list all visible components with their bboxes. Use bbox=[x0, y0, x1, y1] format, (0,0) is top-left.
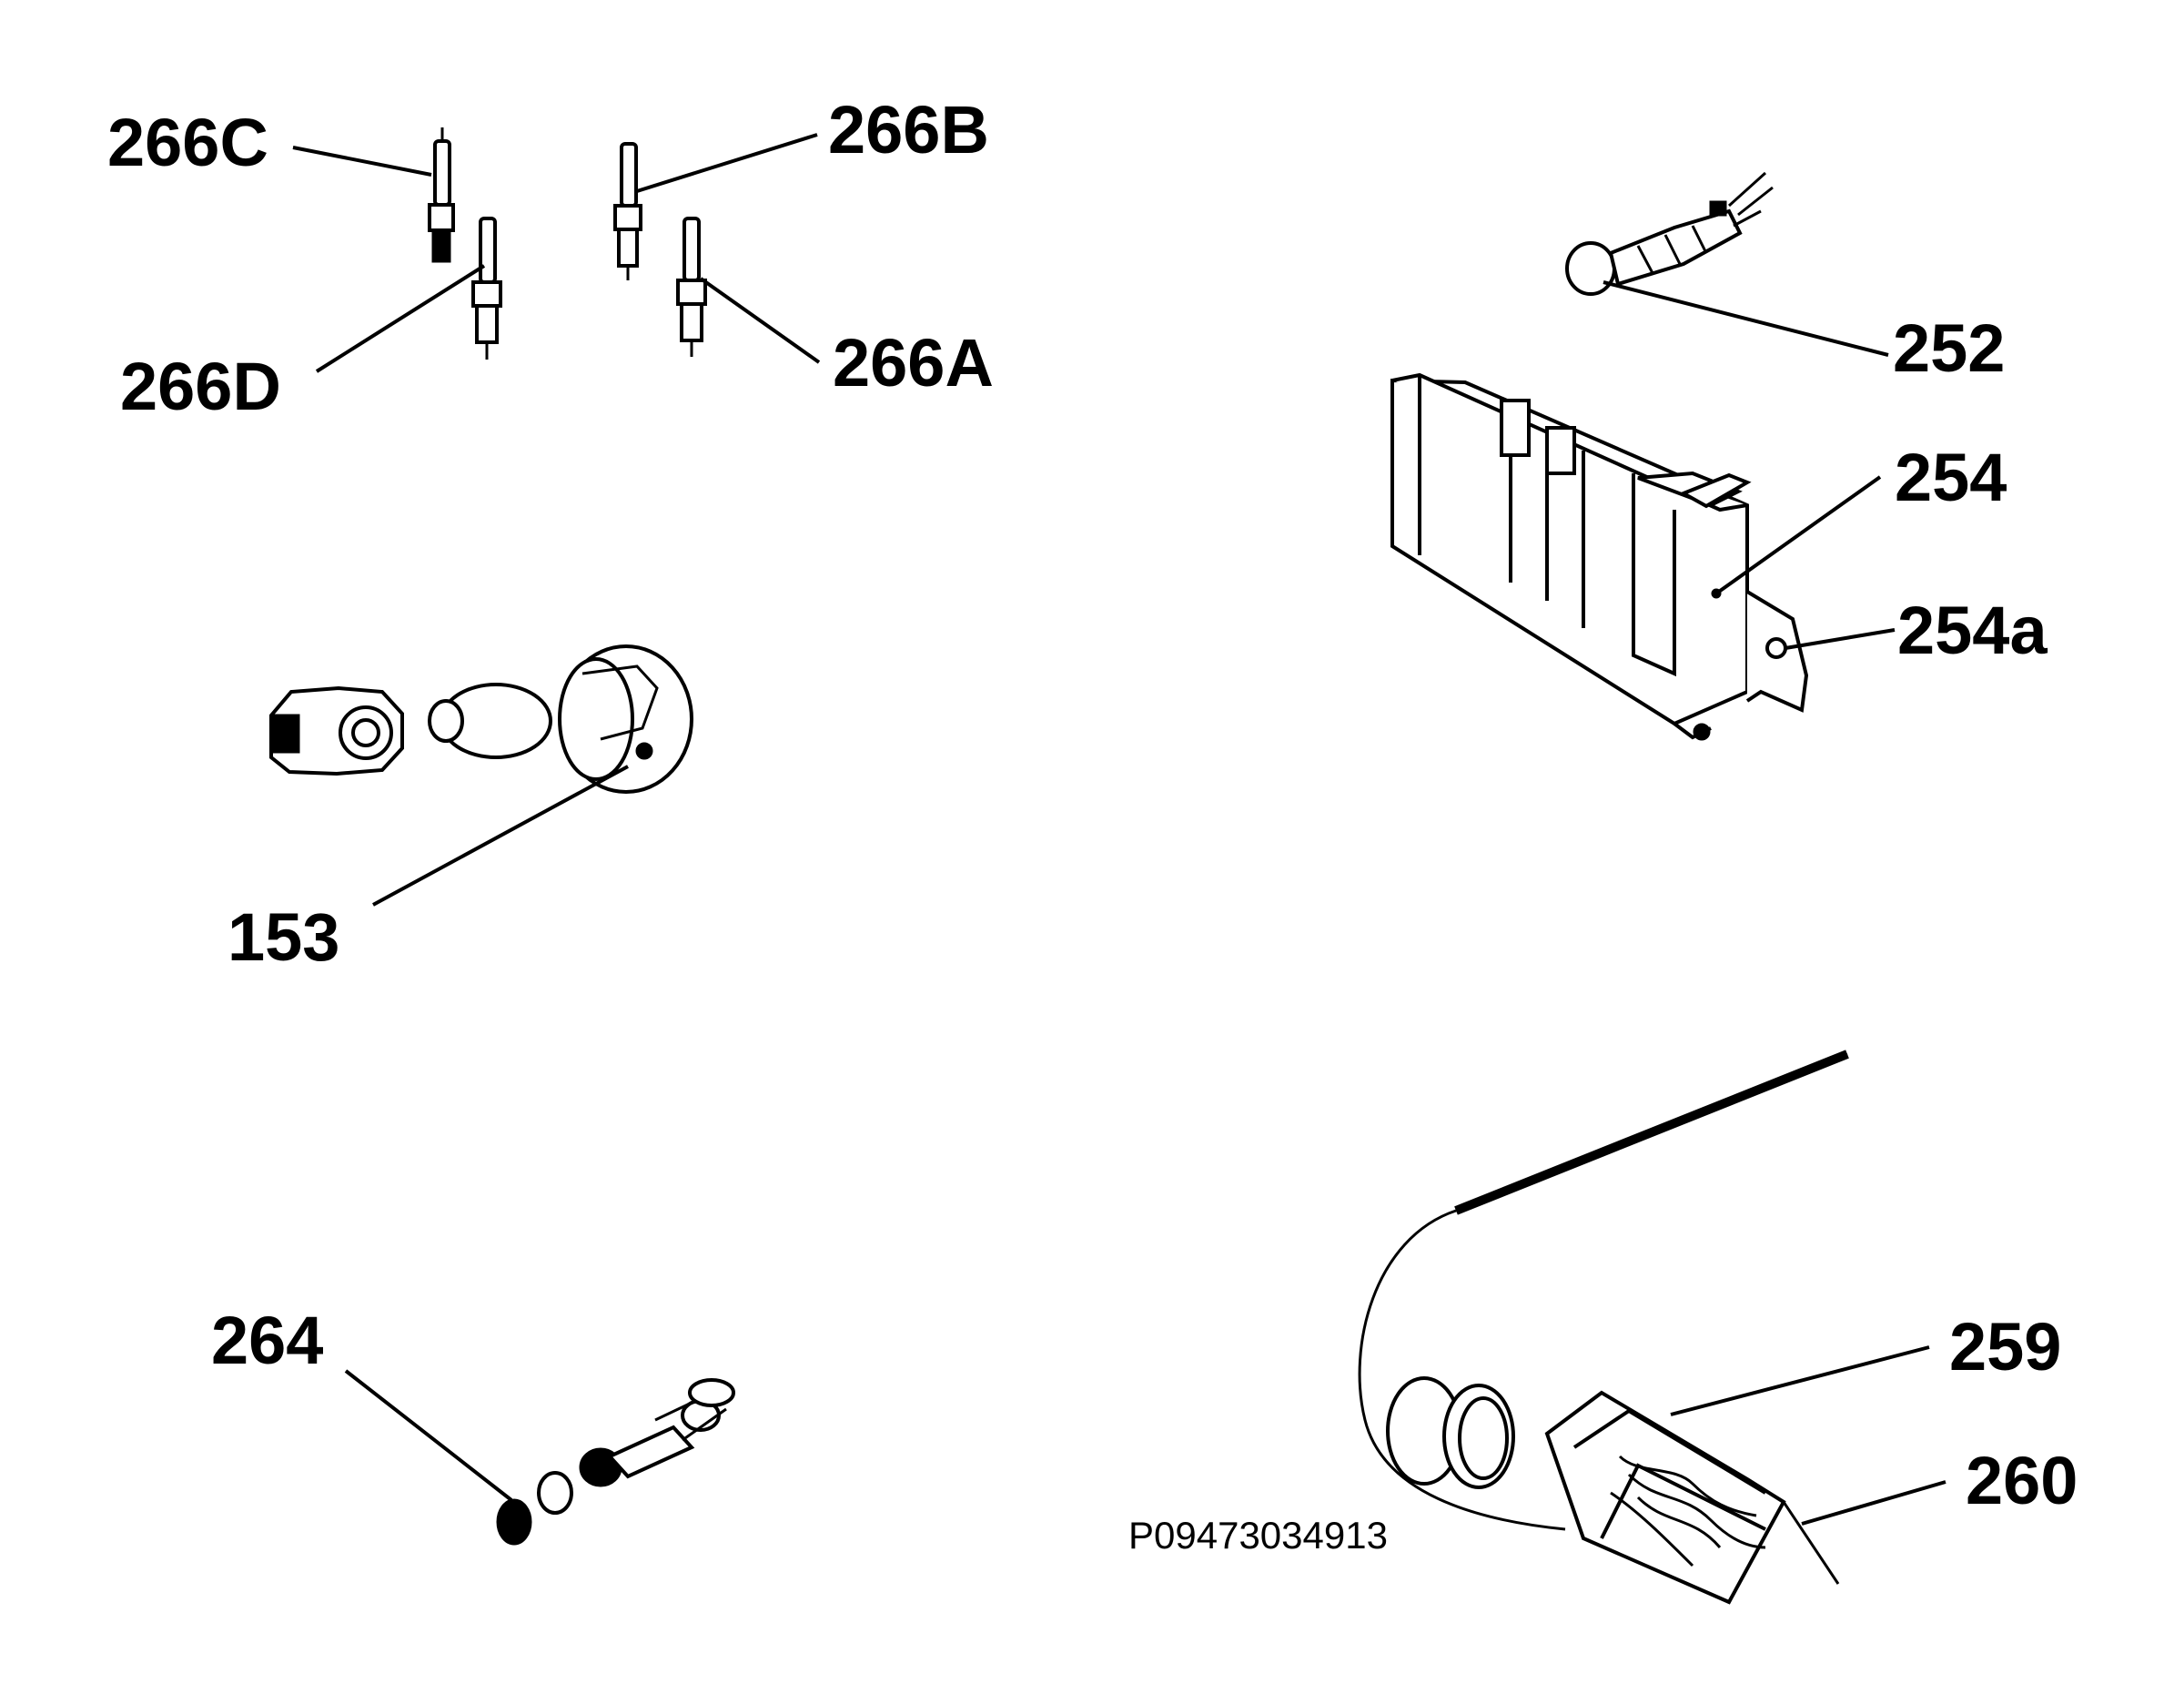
thermostat-259-260 bbox=[1358, 1050, 1849, 1605]
electrode-266d bbox=[471, 217, 502, 360]
leader-266b bbox=[636, 133, 818, 193]
callout-266c: 266C bbox=[107, 105, 268, 180]
electrode-266c bbox=[428, 127, 455, 263]
callout-254: 254 bbox=[1895, 440, 2007, 515]
callout-252: 252 bbox=[1893, 310, 2005, 386]
leader-153 bbox=[372, 765, 629, 907]
electrode-266b bbox=[613, 142, 642, 280]
leader-266a bbox=[699, 277, 821, 364]
leader-264 bbox=[344, 1369, 513, 1502]
callout-254a: 254a bbox=[1897, 593, 2048, 668]
oven-lamp-assembly bbox=[269, 644, 693, 794]
leader-259 bbox=[1670, 1345, 1930, 1416]
callout-259: 259 bbox=[1949, 1309, 2061, 1385]
callout-260: 260 bbox=[1966, 1443, 2078, 1518]
spark-generator-254 bbox=[1390, 372, 1809, 741]
leader-266c bbox=[292, 146, 432, 177]
callout-266d: 266D bbox=[120, 349, 281, 424]
callout-266a: 266A bbox=[833, 325, 994, 401]
leader-254a bbox=[1785, 628, 1896, 650]
switch-part-264 bbox=[496, 1378, 735, 1546]
callout-264: 264 bbox=[211, 1303, 323, 1378]
callout-153: 153 bbox=[228, 899, 339, 975]
leader-266d bbox=[315, 264, 486, 373]
leader-252 bbox=[1603, 280, 1889, 357]
connector-plug-252 bbox=[1565, 171, 1774, 296]
callout-266b: 266B bbox=[828, 92, 989, 167]
leader-254 bbox=[1714, 475, 1882, 595]
leader-260 bbox=[1801, 1480, 1946, 1526]
electrode-266a bbox=[676, 217, 707, 357]
diagram-code: P09473034913 bbox=[1128, 1514, 1388, 1557]
